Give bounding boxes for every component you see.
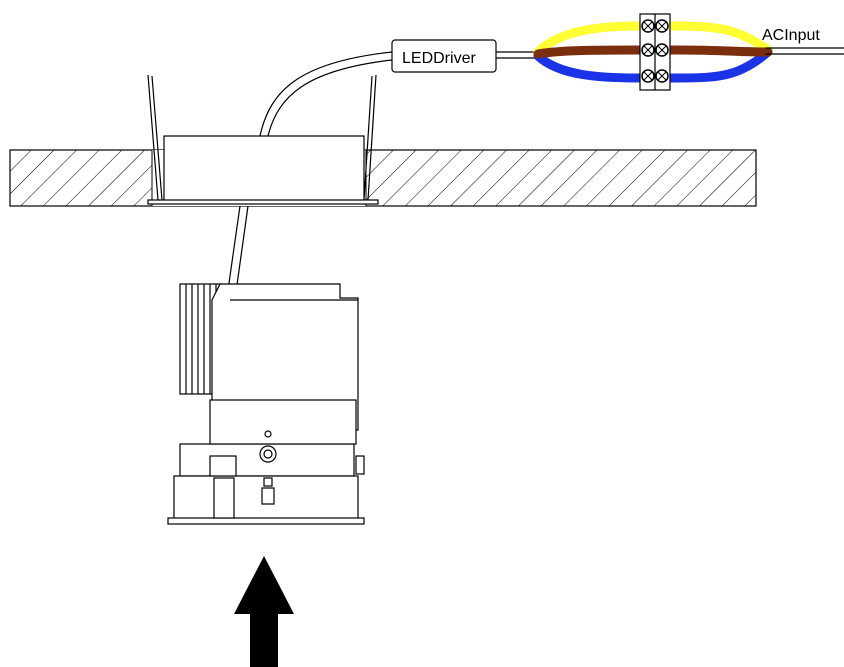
ceiling-slab [9,149,757,207]
arrow-up-icon [234,556,294,667]
driver-cable [227,51,393,293]
ac-input-label: ACInput [762,27,820,44]
luminaire-body [167,283,365,525]
screw-terminal-icon [639,13,671,91]
terminal-block [639,13,671,91]
recessed-housing [147,74,379,205]
led-driver: LEDDriver [391,39,540,73]
driver-label: LEDDriver [402,50,476,67]
